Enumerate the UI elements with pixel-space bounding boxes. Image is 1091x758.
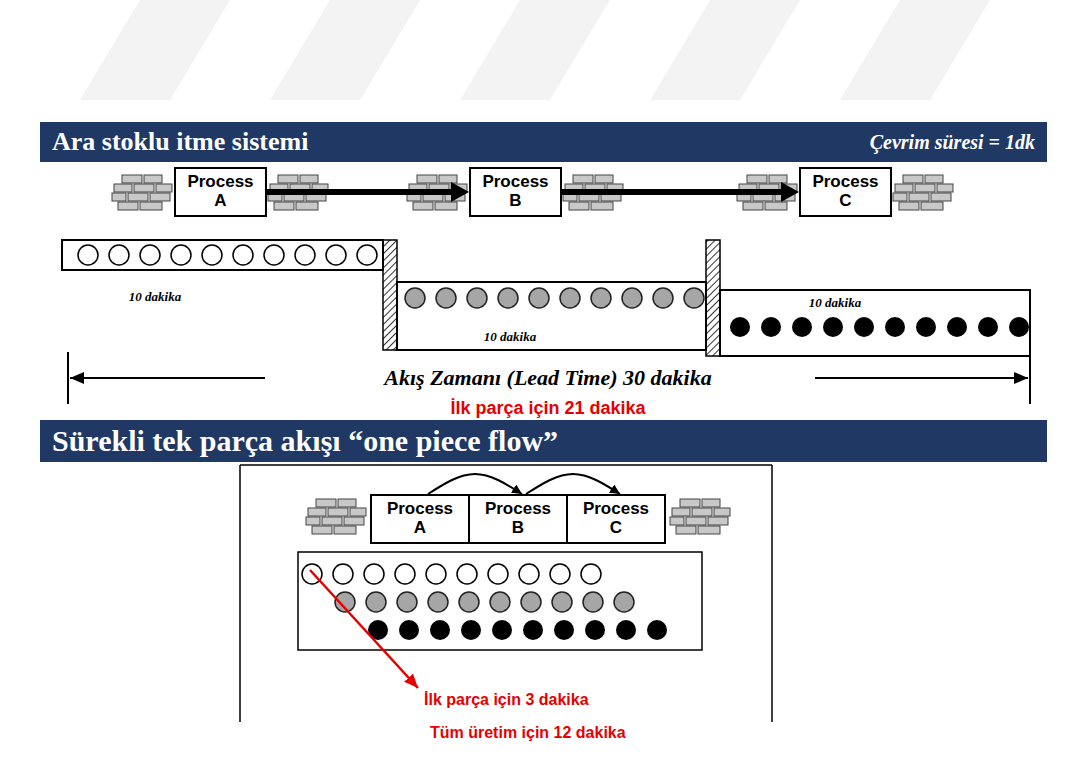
buffer-time: 10 dakika [484,329,536,345]
watermark [80,0,990,100]
process-name: Process A [187,173,253,210]
total-time: Tüm üretim için 12 dakika [430,724,626,742]
process-box: Process C [566,494,666,544]
push-arrow [562,189,783,195]
process-name: Process B [482,173,548,210]
first-part-time: İlk parça için 21 dakika [450,398,645,419]
process-box: Process C [799,167,892,217]
process-box: Process A [370,494,470,544]
section-banner: Ara stoklu itme sistemi Çevrim süresi = 1… [40,122,1047,162]
lead-time-label: Akış Zamanı (Lead Time) 30 dakika [380,365,715,391]
process-name: Process B [485,500,551,537]
buffer-time: 10 dakika [809,295,861,311]
push-arrow [267,189,453,195]
process-name: Process C [812,173,878,210]
cycle-time-note: Çevrim süresi = 1dk [870,131,1035,154]
section-heading: Sürekli tek parça akışı “one piece flow” [52,424,558,458]
buffer-time: 10 dakika [129,289,181,305]
section-banner: Sürekli tek parça akışı “one piece flow” [40,420,1047,462]
process-name: Process A [387,500,453,537]
process-box: Process A [174,167,267,217]
transfer-arrow [526,474,620,494]
flow-panel [240,465,772,722]
transfer-arrow [428,474,522,494]
lead-time-dimension [68,352,1030,404]
section-heading: Ara stoklu itme sistemi [52,127,308,157]
buffer-bars [62,240,1030,356]
first-part-time: İlk parça için 3 dakika [424,691,589,709]
process-name: Process C [583,500,649,537]
process-box: Process B [468,494,568,544]
process-box: Process B [469,167,562,217]
